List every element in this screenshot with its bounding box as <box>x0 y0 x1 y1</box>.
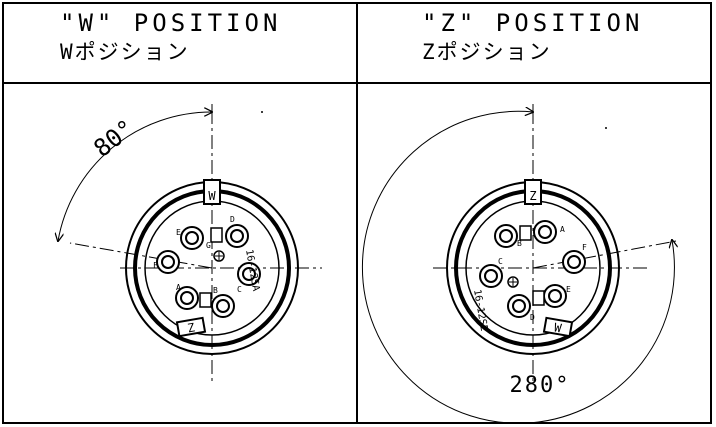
w-position-subtitle: Wポジション <box>60 40 190 64</box>
svg-text:D: D <box>530 313 535 322</box>
svg-text:F: F <box>582 243 587 252</box>
bottom-key-slot <box>542 316 574 338</box>
top-key-label: Z <box>529 189 536 203</box>
part-code-label: 16-12SE <box>471 289 489 332</box>
angle-label: 280° <box>510 373 571 398</box>
svg-text:F: F <box>153 261 158 270</box>
bottom-key-label: Z <box>186 320 196 335</box>
z-position-subtitle: Zポジション <box>422 40 552 64</box>
svg-text:A: A <box>560 225 565 234</box>
z-position-title: "Z" POSITION <box>422 9 644 37</box>
svg-text:A: A <box>176 283 181 292</box>
svg-text:C: C <box>237 285 242 294</box>
angle-label: 80° <box>88 114 139 163</box>
bottom-key-slot <box>175 316 207 338</box>
rotated-key-line <box>69 242 213 269</box>
svg-text:G: G <box>206 241 211 250</box>
svg-text:D: D <box>230 215 235 224</box>
svg-text:B: B <box>213 286 218 295</box>
panel-divider <box>356 2 358 424</box>
svg-text:B: B <box>517 239 522 248</box>
bottom-key-label: W <box>553 320 563 335</box>
rotation-arc <box>58 112 212 241</box>
scan-speck <box>261 111 263 113</box>
svg-text:E: E <box>566 285 571 294</box>
z-position-header: "Z" POSITION Zポジション <box>422 8 716 66</box>
w-position-header: "W" POSITION Wポジション <box>60 8 410 66</box>
w-position-title: "W" POSITION <box>60 9 282 37</box>
rotation-arc <box>361 111 674 424</box>
header-divider <box>2 82 712 84</box>
svg-text:C: C <box>498 257 503 266</box>
top-key-label: W <box>208 189 216 203</box>
contact-pins: E D F C A B G <box>153 215 261 318</box>
scan-speck <box>605 127 607 129</box>
z-position-diagram: Z W B A F E D C 16-12SE 280° <box>361 104 676 424</box>
svg-text:E: E <box>176 228 181 237</box>
